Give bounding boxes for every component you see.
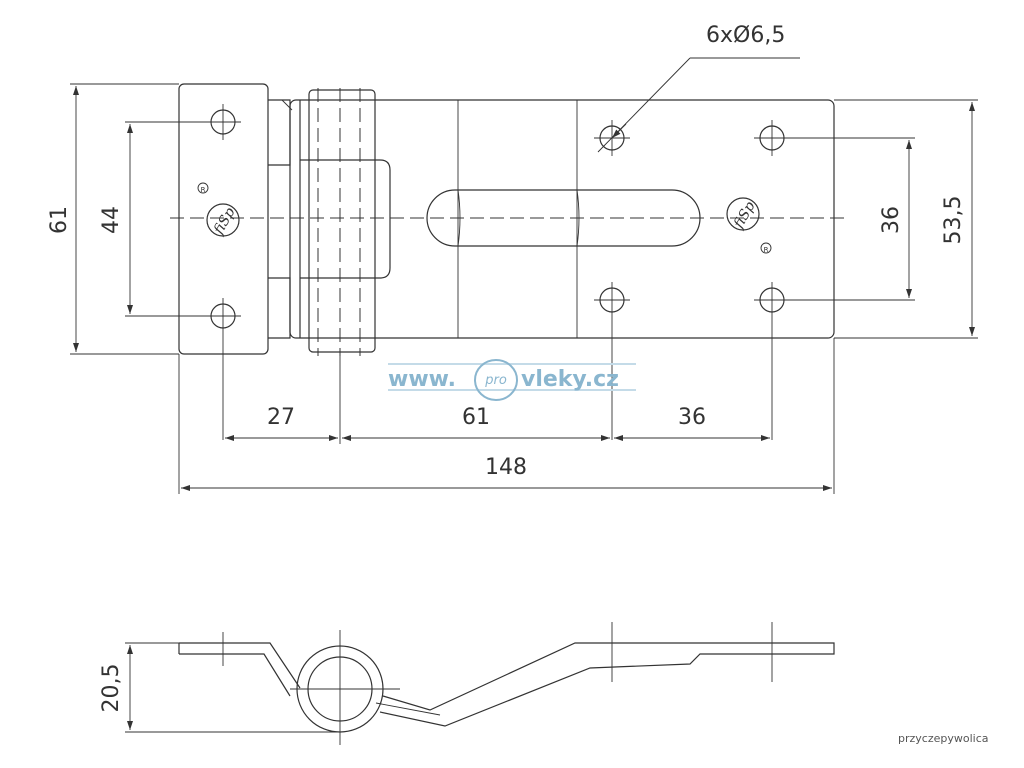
dim-61-height: 61 — [47, 206, 72, 234]
dim-44-height: 44 — [99, 206, 124, 234]
dim-36-height: 36 — [879, 206, 904, 234]
watermark-suffix: vleky.cz — [521, 367, 619, 392]
brand-logo-icon: fiSp R — [726, 197, 772, 254]
watermark-pro-badge — [474, 359, 518, 401]
dimension-lines — [70, 57, 978, 494]
slot — [426, 189, 701, 247]
watermark-prefix: www. — [388, 367, 456, 392]
dim-20-5-height: 20,5 — [99, 664, 124, 713]
left-leaf-plate — [178, 83, 269, 355]
watermark: www. pro vleky.cz — [388, 359, 636, 401]
dim-53-5-height: 53,5 — [941, 196, 966, 245]
svg-text:R: R — [764, 246, 769, 254]
hinge-knuckle — [268, 88, 391, 356]
top-view: fiSp R fiSp R — [170, 83, 850, 440]
dim-36-width: 36 — [678, 405, 706, 430]
image-credit: przyczepywolica — [898, 732, 989, 745]
side-view — [125, 622, 835, 745]
watermark-pro: pro — [484, 373, 507, 388]
dim-61-width: 61 — [462, 405, 490, 430]
dim-148-width: 148 — [485, 455, 527, 480]
holes-callout: 6xØ6,5 — [706, 23, 785, 48]
dim-27-width: 27 — [267, 405, 295, 430]
right-leaf-plate — [289, 99, 835, 339]
brand-logo-icon: fiSp R — [197, 182, 240, 238]
svg-text:R: R — [201, 186, 206, 194]
